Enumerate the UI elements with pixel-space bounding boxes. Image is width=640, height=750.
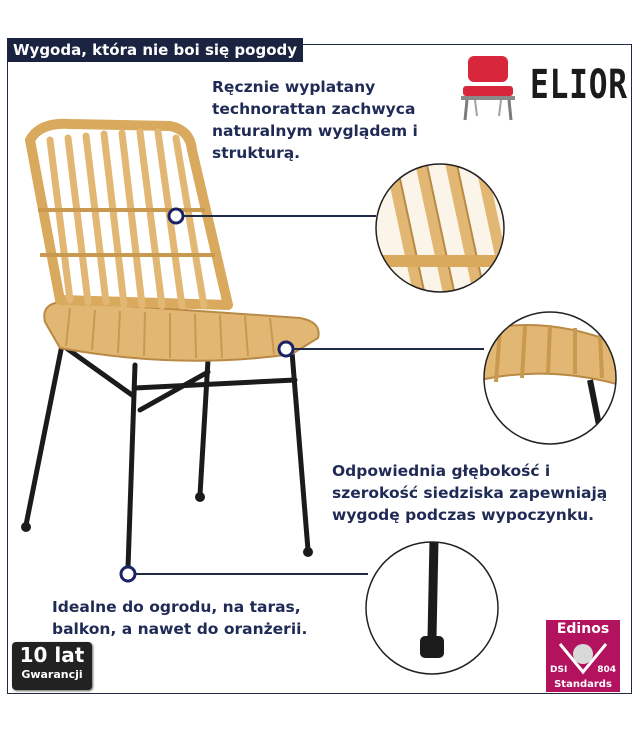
page-title: Wygoda, która nie boi się pogody xyxy=(7,38,304,62)
red-chair-icon xyxy=(461,56,515,121)
chair-legs xyxy=(23,342,311,571)
checkmark-icon xyxy=(558,643,608,675)
feature-usage-text: Idealne do ogrodu, na taras, balkon, a n… xyxy=(52,598,308,638)
feature-rattan-text: Ręcznie wyplatany technorattan zachwyca … xyxy=(212,78,418,162)
content-frame xyxy=(7,44,632,694)
zoom-leg-foot xyxy=(366,542,498,674)
certificate-standard: Standards xyxy=(554,679,612,690)
callout-dot-seat xyxy=(277,340,295,358)
chair-seat xyxy=(43,300,320,362)
warranty-label: Gwarancji xyxy=(21,668,83,681)
zoom-rattan-weave xyxy=(376,164,504,292)
certificate-badge: Edinos DSI 804 Standards xyxy=(546,620,620,692)
certificate-dsi: DSI xyxy=(550,665,568,675)
brand-name: ELIOR xyxy=(530,62,628,108)
certificate-name: Edinos xyxy=(556,621,610,637)
certificate-number: 804 xyxy=(597,665,616,675)
warranty-years: 10 lat xyxy=(19,643,85,667)
callout-dot-backrest xyxy=(167,207,185,225)
warranty-badge: 10 lat Gwarancji xyxy=(12,642,92,690)
zoom-seat-edge xyxy=(484,312,616,444)
feature-seat-text: Odpowiednia głębokość i szerokość siedzi… xyxy=(332,462,608,524)
chair-backrest xyxy=(25,118,233,310)
callout-dot-leg xyxy=(119,565,137,583)
